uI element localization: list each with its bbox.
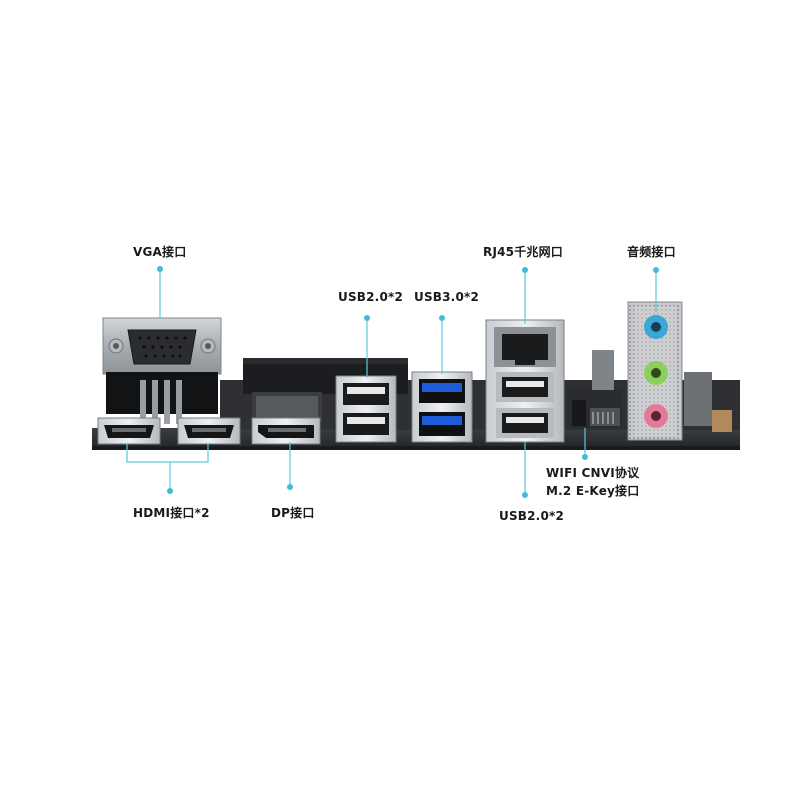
usb2-bottom-label: USB2.0*2 — [499, 509, 565, 523]
dp-port — [251, 417, 321, 445]
usb3-stack — [411, 371, 473, 443]
vga-label: VGA接口 — [133, 245, 187, 259]
dp-label: DP接口 — [271, 506, 315, 520]
wifi-label-line2: M.2 E-Key接口 — [546, 484, 640, 498]
heatsink — [243, 358, 408, 422]
m2-ekey-slot — [566, 350, 622, 428]
leader-dots — [157, 266, 659, 498]
rj45-label: RJ45千兆网口 — [483, 245, 564, 259]
usb2-top-label: USB2.0*2 — [338, 290, 404, 304]
usb3-label: USB3.0*2 — [414, 290, 480, 304]
rj45-usb-stack — [485, 319, 565, 443]
hdmi-ports — [97, 417, 241, 445]
hdmi-label: HDMI接口*2 — [133, 506, 210, 520]
audio-jacks — [627, 301, 732, 441]
wifi-label-line1: WIFI CNVI协议 — [546, 466, 640, 480]
audio-label: 音频接口 — [627, 245, 676, 259]
usb2-stack-left — [335, 375, 397, 443]
leader-lines — [126, 269, 657, 494]
vga-port — [102, 317, 222, 424]
